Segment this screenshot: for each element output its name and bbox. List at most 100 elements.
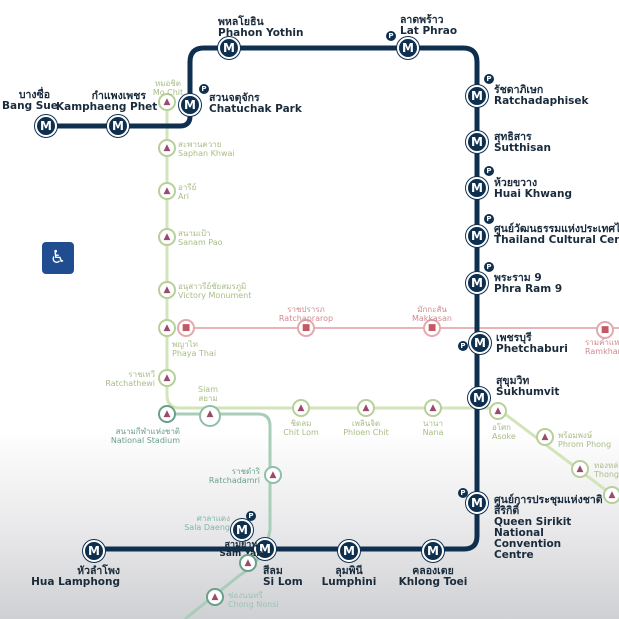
parking-icon: P	[199, 84, 209, 94]
parking-icon: P	[386, 31, 396, 41]
mrt-station-khlong-toei[interactable]: M	[422, 540, 444, 562]
wheelchair-elevator-icon: ♿	[42, 242, 74, 274]
bts-station-victory-monument[interactable]: ▲	[158, 281, 176, 299]
mrt-station-ratchadaphisek[interactable]: M	[466, 85, 488, 107]
th-name: นานา	[423, 419, 443, 428]
en-name: National Stadium	[110, 435, 180, 445]
en-name: Phloen Chit	[343, 427, 389, 437]
label-victory-monument: อนุสาวรีย์ชัยสมรภูมิVictory Monument	[178, 282, 252, 300]
label-qsncc: ศูนย์การประชุมแห่งชาติสิริกิติ์Queen Sir…	[494, 495, 604, 561]
parking-icon: P	[458, 341, 468, 351]
en-name: Sanam Pao	[178, 237, 223, 247]
th-name: รัชดาภิเษก	[494, 84, 544, 96]
mrt-station-kamphaeng-phet[interactable]: M	[107, 115, 129, 137]
en-name: Phra Ram 9	[494, 283, 563, 295]
th-name: ลุมพินี	[335, 565, 363, 577]
label-national-stadium: สนามกีฬาแห่งชาติNational Stadium	[60, 427, 180, 445]
bts-station-siam[interactable]: ▲	[199, 405, 221, 427]
mrt-station-thailand-cultural-centre[interactable]: M	[466, 225, 488, 247]
en-name: Huai Khwang	[494, 188, 572, 200]
parking-icon: P	[484, 74, 494, 84]
en-name: Lumphini	[321, 576, 377, 588]
mrt-station-si-lom[interactable]: M	[254, 538, 276, 560]
bts-station-mo-chit[interactable]: ▲	[158, 93, 176, 111]
bts-station-thong-lo[interactable]: ▲	[571, 460, 589, 478]
bts-station-chit-lom[interactable]: ▲	[292, 399, 310, 417]
th-name: ราชดำริ	[231, 467, 260, 476]
th-name: พญาไท	[172, 340, 198, 349]
label-phetchaburi: เพชรบุรีPhetchaburi	[496, 333, 568, 355]
mrt-station-phahon-yothin[interactable]: M	[218, 37, 240, 59]
arl-station-phaya-thai[interactable]: ■	[177, 319, 195, 337]
th-name: สามย่าน	[224, 540, 258, 550]
bts-station-ratchadamri[interactable]: ▲	[264, 466, 282, 484]
mrt-station-qsncc[interactable]: M	[466, 492, 488, 514]
bts-station-asoke[interactable]: ▲	[489, 402, 507, 420]
th-name: รามคำแหง	[585, 338, 619, 347]
bts-station-saphan-khwai[interactable]: ▲	[158, 139, 176, 157]
label-phrom-phong: พร้อมพงษ์Phrom Phong	[558, 431, 611, 449]
parking-icon: P	[484, 214, 494, 224]
bts-station-ari[interactable]: ▲	[158, 182, 176, 200]
arl-station-makkasan[interactable]: ■	[423, 319, 441, 337]
th-name: อโศก	[492, 423, 512, 432]
mrt-station-sukhumvit[interactable]: M	[468, 387, 490, 409]
th-name: พหลโยธิน	[218, 16, 264, 28]
en-name: Victory Monument	[178, 290, 252, 300]
bts-station-sanam-pao[interactable]: ▲	[158, 228, 176, 246]
bts-station-nana[interactable]: ▲	[424, 399, 442, 417]
en-name: Ramkhamhaeng	[585, 346, 619, 356]
bts-station-sala-daeng[interactable]: ▲	[239, 554, 257, 572]
en-name: Sam Yan	[219, 549, 263, 559]
th-name: ศูนย์วัฒนธรรมแห่งประเทศไทย	[494, 223, 619, 235]
mrt-station-chatuchak-park[interactable]: M	[179, 94, 201, 116]
bts-station-phaya-thai[interactable]: ▲	[158, 319, 176, 337]
bts-station-ratchathewi[interactable]: ▲	[158, 369, 176, 387]
th-name: สุทธิสาร	[494, 131, 532, 143]
bts-station-phrom-phong[interactable]: ▲	[536, 428, 554, 446]
en-name: Ratchaprarop	[278, 313, 334, 323]
en-name: Lat Phrao	[400, 25, 458, 37]
en-name: Asoke	[492, 431, 516, 441]
th-name: ชิดลม	[290, 419, 312, 428]
mrt-station-lat-phrao[interactable]: M	[397, 37, 419, 59]
mrt-station-phra-ram-9[interactable]: M	[466, 272, 488, 294]
arl-station-ratchaprarop[interactable]: ■	[297, 319, 315, 337]
mrt-station-lumphini[interactable]: M	[338, 540, 360, 562]
bts-station-national-stadium[interactable]: ▲	[158, 405, 176, 423]
en-name: Chong Nonsi	[228, 599, 279, 609]
th-name: ลาดพร้าว	[400, 14, 444, 26]
th-name: ช่องนนทรี	[228, 591, 263, 600]
mrt-station-sutthisan[interactable]: M	[466, 131, 488, 153]
bts-station-ekkamai[interactable]: ▲	[603, 486, 619, 504]
mrt-station-phetchaburi[interactable]: M	[469, 332, 491, 354]
parking-icon: P	[484, 262, 494, 272]
label-ramkhamhaeng: รามคำแหงRamkhamhaeng	[585, 338, 619, 356]
arl-station-ramkhamhaeng[interactable]: ■	[596, 321, 614, 339]
mrt-station-huai-khwang[interactable]: M	[466, 177, 488, 199]
mrt-station-sam-yan[interactable]: M	[231, 519, 253, 541]
mrt-station-hua-lamphong[interactable]: M	[83, 540, 105, 562]
bts-station-chong-nonsi[interactable]: ▲	[206, 588, 224, 606]
bts-station-phloen-chit[interactable]: ▲	[357, 399, 375, 417]
th-name: ทองหล่อ	[594, 461, 619, 470]
mrt-station-bang-sue[interactable]: M	[35, 115, 57, 137]
th-name: พร้อมพงษ์	[558, 431, 593, 440]
th-name: กำแพงเพชร	[91, 90, 146, 102]
